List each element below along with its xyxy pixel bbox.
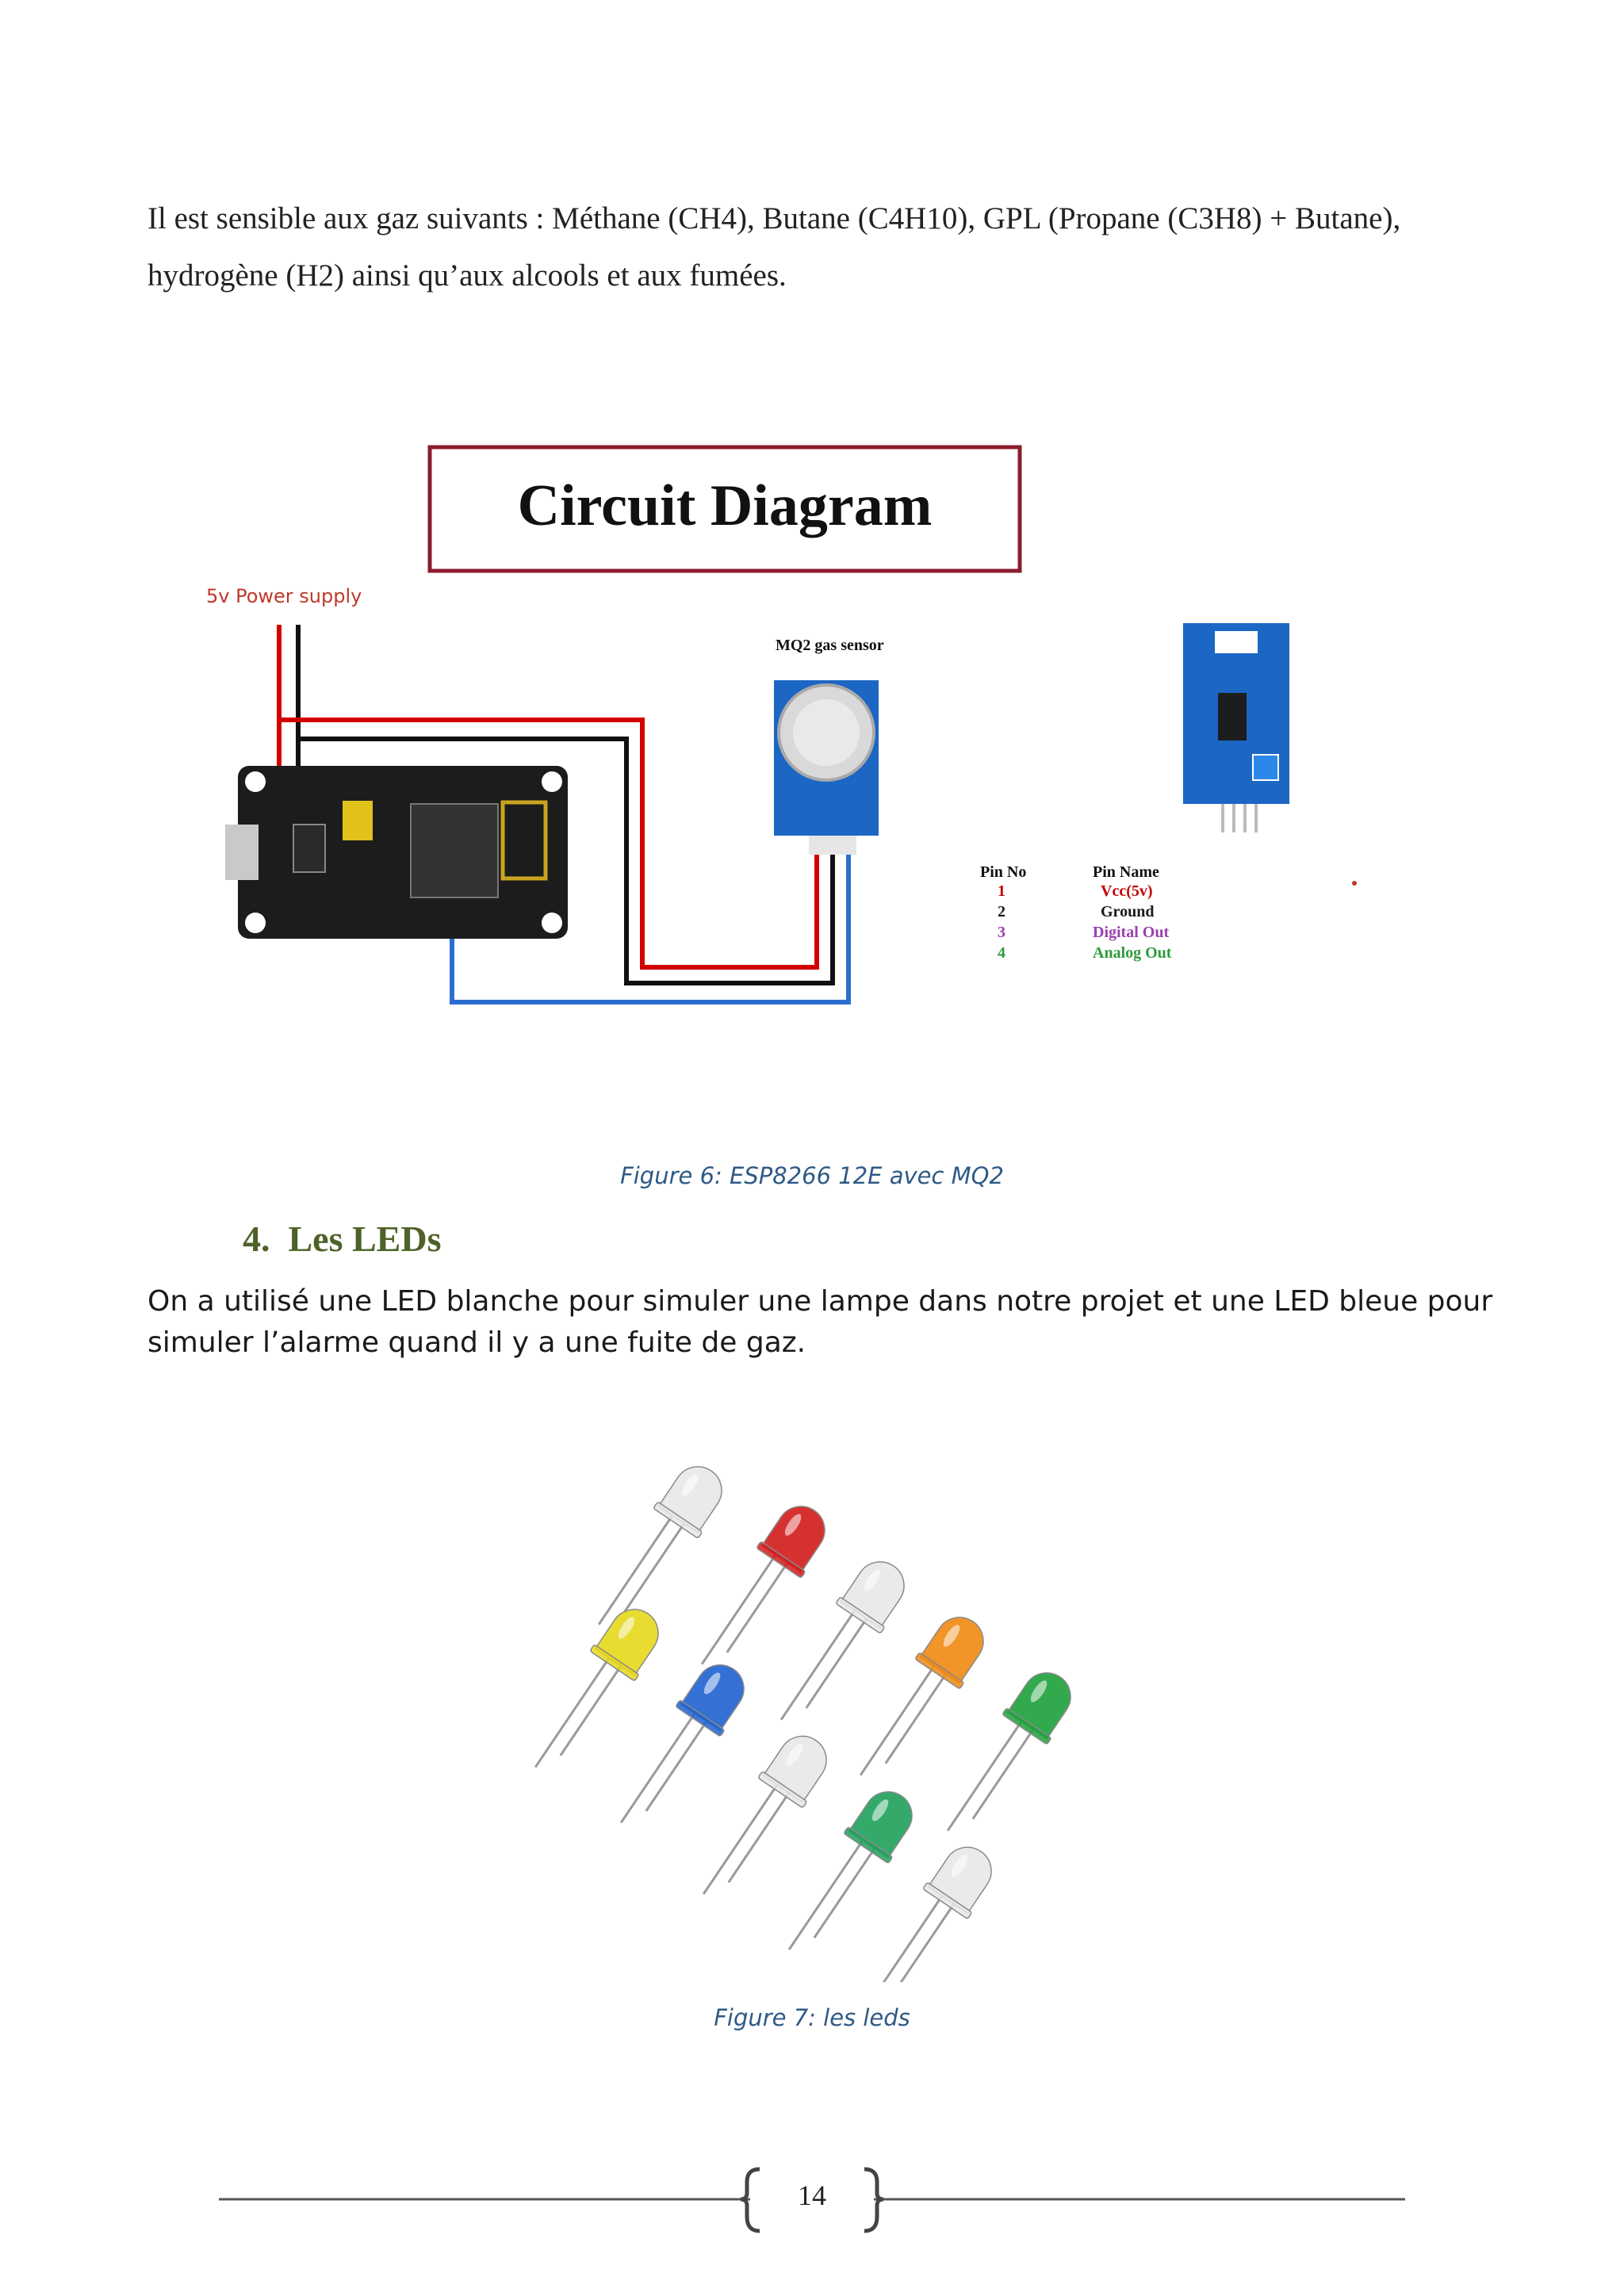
intro-line-2: hydrogène (H2) ainsi qu’aux alcools et a… bbox=[147, 258, 787, 293]
figure-6-caption: Figure 6: ESP8266 12E avec MQ2 bbox=[620, 1162, 1004, 1189]
section-body: On a utilisé une LED blanche pour simule… bbox=[147, 1281, 1511, 1364]
pin-table-header-no: Pin No bbox=[980, 863, 1026, 881]
pin-name-3: Digital Out bbox=[1093, 924, 1169, 941]
led-icon bbox=[867, 1846, 992, 1982]
diagram-title: Circuit Diagram bbox=[518, 473, 933, 538]
mq2-sensor-label: MQ2 gas sensor bbox=[776, 637, 884, 654]
pin-table: Pin No Pin Name 1 Vcc(5v) 2 Ground 3 Dig… bbox=[980, 863, 1172, 962]
led-icon bbox=[619, 1664, 745, 1823]
pin-name-4: Analog Out bbox=[1093, 944, 1172, 962]
section-number: 4. bbox=[243, 1219, 270, 1259]
pin-no-4: 4 bbox=[998, 944, 1005, 962]
page-footer bbox=[219, 2167, 1405, 2233]
left-brace-icon bbox=[740, 2167, 760, 2233]
mq2-sensor-module bbox=[774, 680, 879, 855]
circuit-diagram-figure: Circuit Diagram 5v Power supply MQ2 gas … bbox=[206, 445, 1357, 1004]
section-heading: 4. Les LEDs bbox=[243, 1218, 441, 1260]
figure-7-caption: Figure 7: les leds bbox=[714, 2004, 910, 2031]
led-icon bbox=[946, 1672, 1071, 1831]
led-icon bbox=[597, 1466, 722, 1625]
pin-no-2: 2 bbox=[998, 903, 1005, 920]
led-icon bbox=[702, 1735, 827, 1895]
led-icon bbox=[534, 1609, 659, 1768]
pin-no-3: 3 bbox=[998, 924, 1005, 941]
page-number: 14 bbox=[798, 2179, 826, 2211]
diagram-title-box bbox=[427, 445, 1022, 573]
pin-name-1: Vcc(5v) bbox=[1101, 882, 1153, 900]
section-body-line-1: On a utilisé une LED blanche pour simule… bbox=[147, 1285, 1493, 1318]
led-icon bbox=[859, 1617, 984, 1776]
led-icon bbox=[779, 1561, 905, 1720]
esp8266-board bbox=[225, 766, 568, 939]
intro-paragraph: Il est sensible aux gaz suivants : Métha… bbox=[147, 190, 1496, 304]
led-icon bbox=[700, 1506, 825, 1665]
mh-sensor-board bbox=[1183, 623, 1289, 832]
section-body-line-2: simuler l’alarme quand il y a une fuite … bbox=[147, 1326, 806, 1359]
right-brace-icon bbox=[864, 2167, 884, 2233]
power-supply-label: 5v Power supply bbox=[206, 585, 362, 607]
led-icon bbox=[787, 1791, 913, 1950]
pin-no-1: 1 bbox=[998, 882, 1005, 900]
section-title: Les LEDs bbox=[288, 1219, 442, 1259]
intro-line-1: Il est sensible aux gaz suivants : Métha… bbox=[147, 201, 1401, 235]
leds-figure bbox=[534, 1466, 1071, 1982]
pin-table-header-name: Pin Name bbox=[1093, 863, 1159, 881]
pin-name-2: Ground bbox=[1101, 903, 1154, 920]
